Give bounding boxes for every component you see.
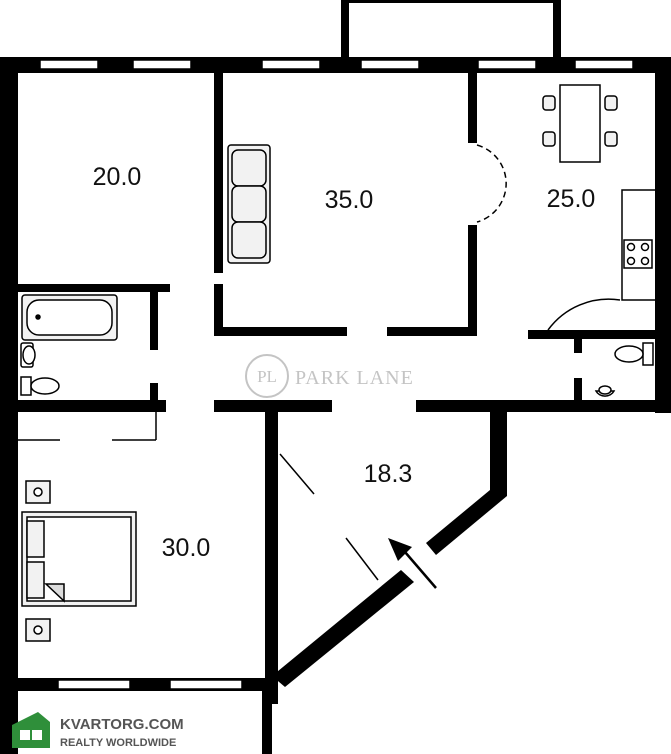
nightstands bbox=[25, 480, 51, 642]
logo-tagline-text: REALTY WORLDWIDE bbox=[60, 737, 176, 749]
sink bbox=[20, 342, 36, 368]
watermark-name: PARK LANE bbox=[295, 367, 414, 389]
bed bbox=[21, 511, 137, 607]
sofa bbox=[227, 144, 271, 264]
entrance-arrow-icon bbox=[388, 538, 437, 589]
room-area-label: 20.0 bbox=[93, 163, 142, 191]
watermark-monogram: PL bbox=[257, 367, 277, 386]
room-area-label: 30.0 bbox=[162, 534, 211, 562]
windows bbox=[39, 59, 634, 690]
door-swings bbox=[279, 144, 621, 581]
room-area-label: 25.0 bbox=[547, 185, 596, 213]
kitchen-counter bbox=[621, 189, 655, 301]
room-area-label: 18.3 bbox=[364, 460, 413, 488]
dining-table bbox=[542, 84, 618, 163]
logo-site-text: KVARTORG.COM bbox=[60, 716, 184, 733]
balcony-top bbox=[341, 0, 561, 58]
site-logo: KVARTORG.COM REALTY WORLDWIDE bbox=[12, 712, 184, 749]
toilet-bathroom bbox=[20, 376, 60, 396]
bathtub bbox=[21, 294, 118, 341]
room-area-label: 35.0 bbox=[325, 186, 374, 214]
wardrobe bbox=[18, 412, 157, 441]
watermark: PL PARK LANE bbox=[245, 354, 414, 398]
toilet-wc bbox=[594, 342, 654, 397]
